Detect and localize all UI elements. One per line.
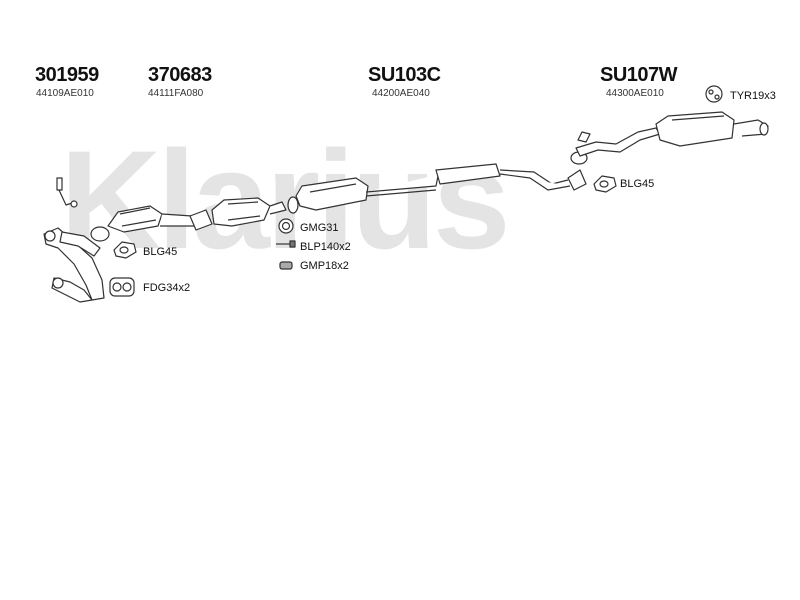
label-tyr: TYR19x3 [730, 90, 776, 102]
part-number-su103c: SU103C [368, 64, 441, 86]
front-flange [90, 226, 110, 242]
part-number-370683: 370683 [148, 64, 212, 86]
clamp-icon [279, 261, 293, 270]
front-downpipe [43, 227, 105, 303]
ring-icon [278, 218, 294, 234]
rear-silencer [575, 111, 769, 157]
flange-gasket-icon [109, 277, 135, 297]
bolt-icon [276, 240, 296, 248]
label-blp: BLP140x2 [300, 241, 351, 253]
label-gmg: GMG31 [300, 222, 339, 234]
part-number-301959: 301959 [35, 64, 99, 86]
oem-number-su103c: 44200AE040 [372, 88, 430, 99]
part-number-su107w: SU107W [600, 64, 678, 86]
label-fdg: FDG34x2 [143, 282, 191, 294]
gasket-ring [287, 196, 299, 214]
label-blg-front: BLG45 [143, 246, 178, 258]
catalyst-1 [107, 205, 197, 233]
label-gmp: GMP18x2 [300, 260, 349, 272]
gasket-front-icon [113, 241, 137, 259]
lambda-sensor [56, 177, 78, 208]
oem-number-370683: 44111FA080 [148, 88, 204, 99]
rubber-mount-icon [705, 85, 723, 103]
rear-flange [567, 151, 588, 191]
oem-number-su107w: 44300AE010 [606, 88, 664, 99]
oem-number-301959: 44109AE010 [36, 88, 94, 99]
centre-silencer [295, 163, 571, 211]
label-blg-rear: BLG45 [620, 178, 655, 190]
catalyst-2 [189, 197, 287, 231]
gasket-rear-icon [593, 175, 617, 193]
